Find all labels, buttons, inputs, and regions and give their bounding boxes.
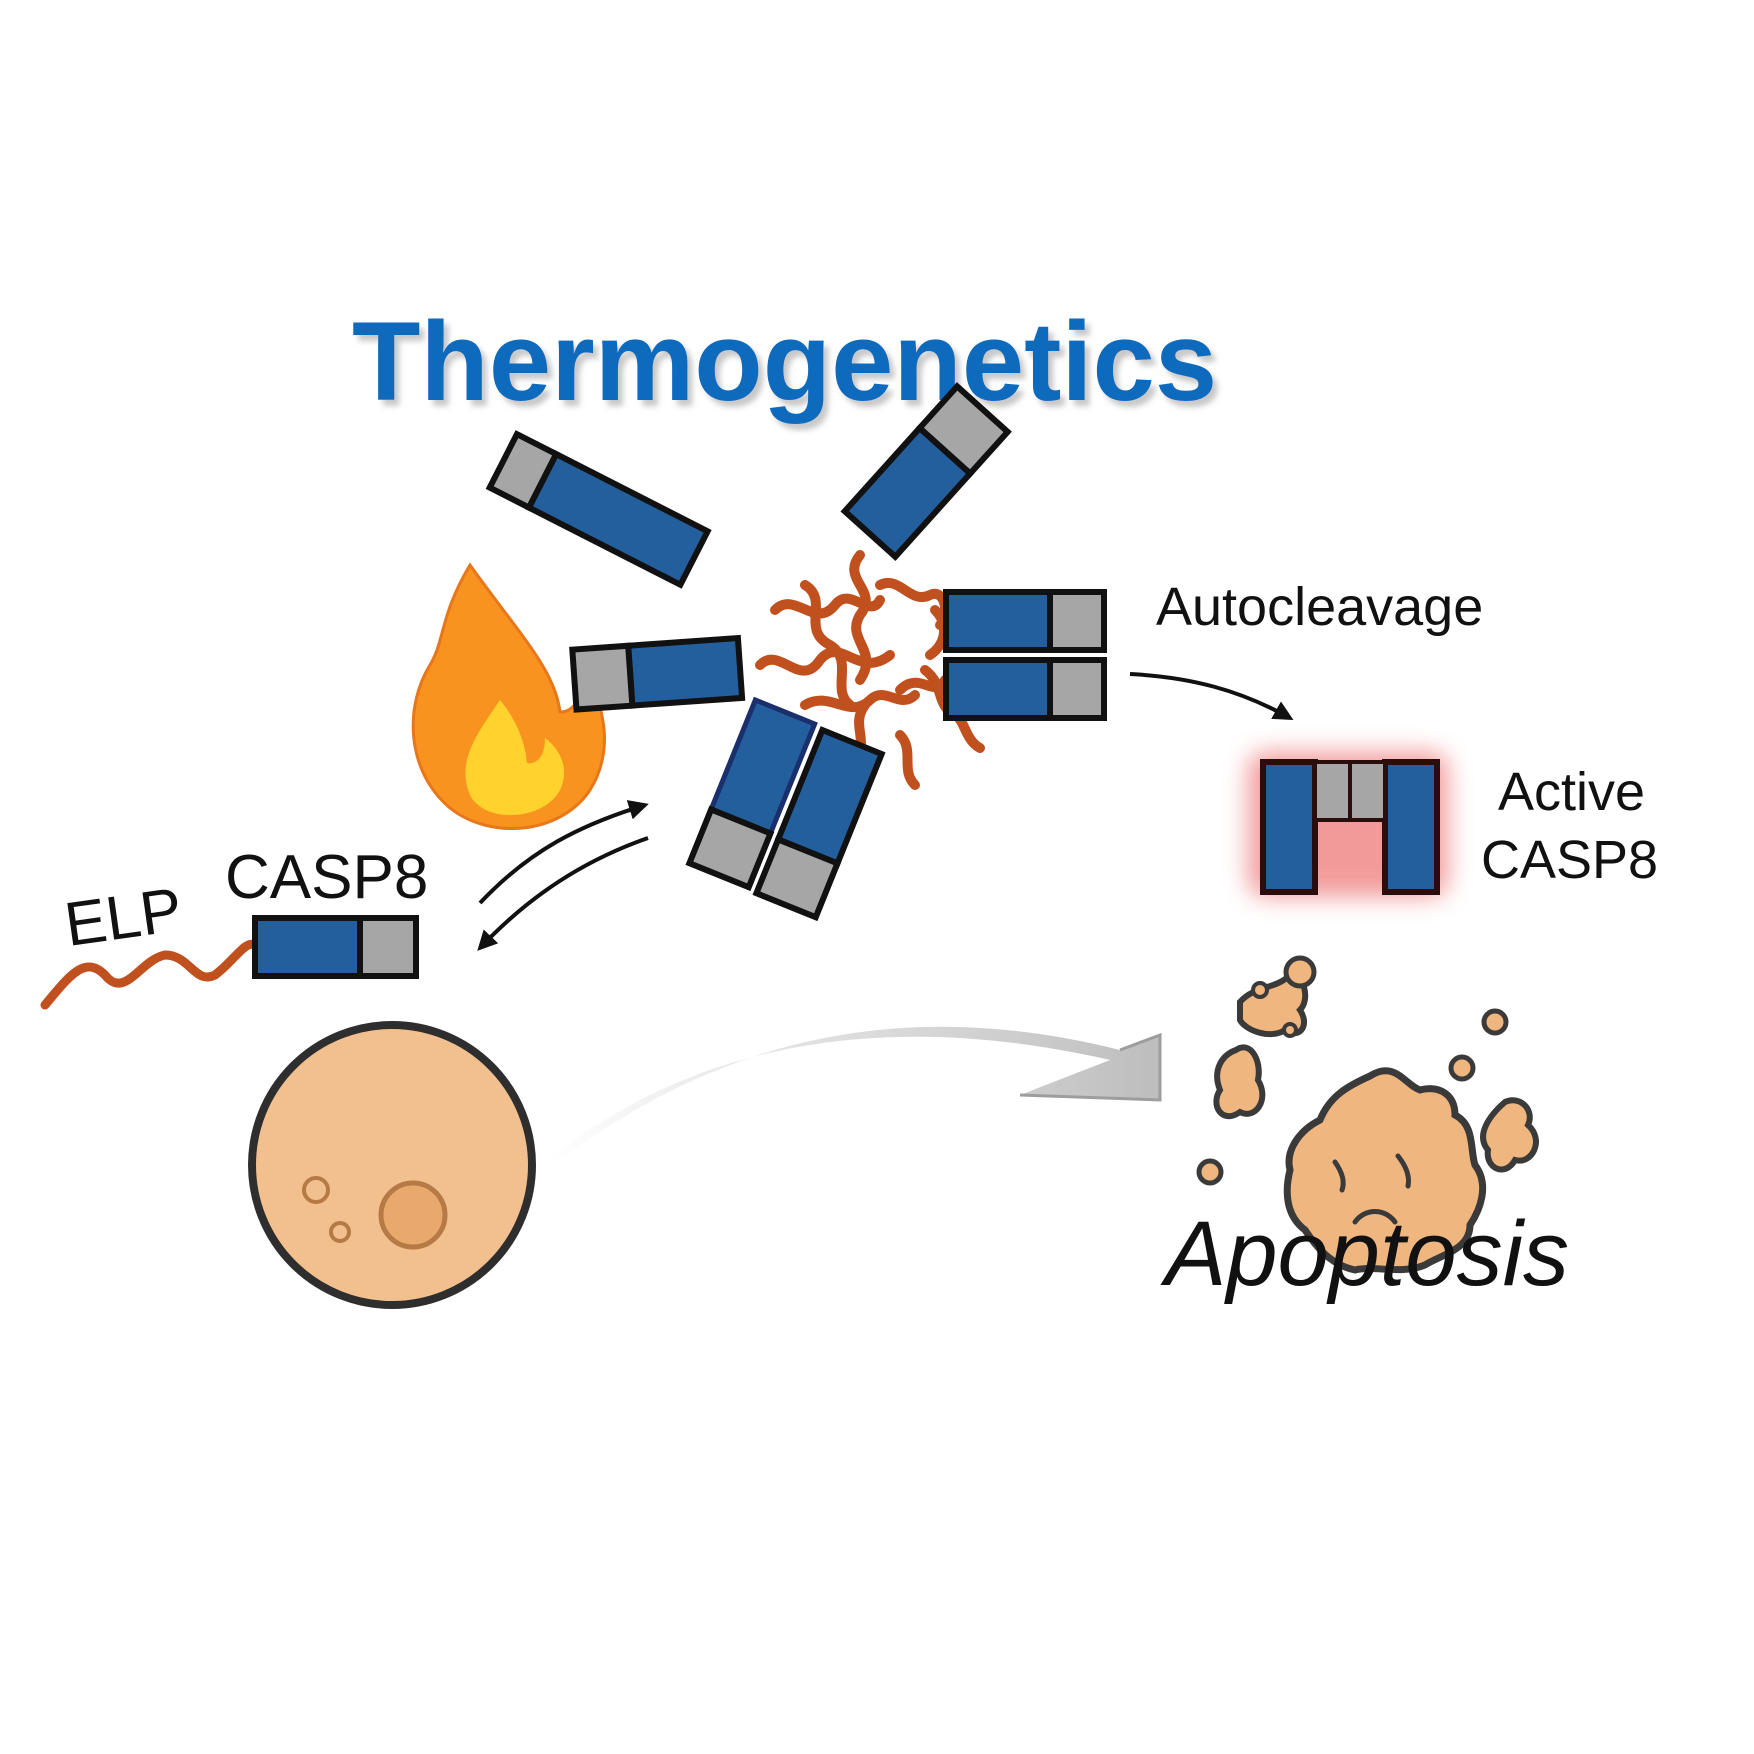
casp8-label: CASP8 <box>225 843 428 912</box>
casp8-monomer-upper-right <box>840 382 1012 561</box>
active-casp8 <box>1248 752 1448 897</box>
cell-icon <box>248 1021 536 1309</box>
elp-chain <box>40 939 260 1010</box>
active-casp8-label: CASP8 <box>1481 830 1658 890</box>
casp8-dimer-right <box>943 589 1107 721</box>
casp8-monomer-left <box>569 634 746 713</box>
autocleavage-arrow <box>1129 672 1294 720</box>
diagram-title: Thermogenetics <box>352 299 1217 424</box>
casp8-monomer-free <box>252 915 419 979</box>
apoptosis-label: Apoptosis <box>1160 1203 1569 1305</box>
reversible-arrows <box>477 800 649 951</box>
elp-label: ELP <box>61 875 187 960</box>
transition-arrow-edge <box>1019 1032 1162 1102</box>
apoptotic-cell-icon <box>1196 955 1539 1274</box>
casp8-monomer-bottom-left <box>685 696 818 892</box>
active-label: Active <box>1498 762 1645 822</box>
casp8-monomer-bottom-right <box>752 726 886 922</box>
autocleavage-label: Autocleavage <box>1156 577 1483 637</box>
casp8-monomer-upper-left <box>485 430 712 589</box>
flame-icon <box>411 562 606 831</box>
transition-arrow <box>550 1026 1160 1160</box>
